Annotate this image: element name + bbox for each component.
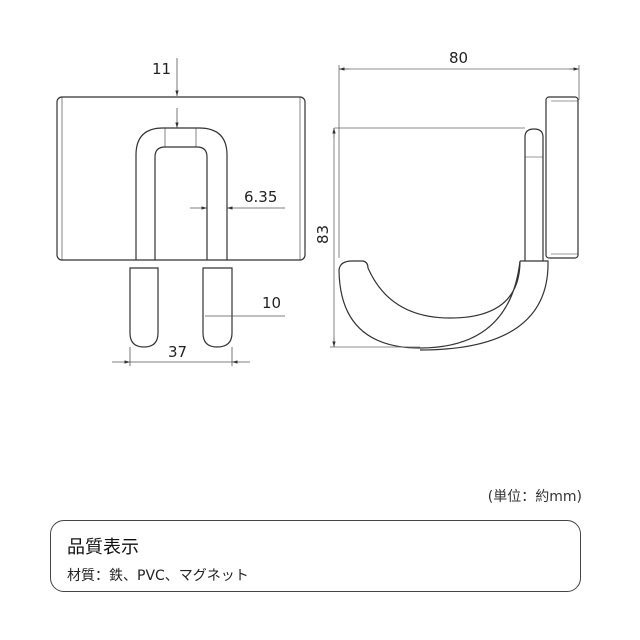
quality-label-box: 品質表示 材質：鉄、PVC、マグネット	[50, 520, 581, 592]
dim-leg-spacing: 37	[168, 343, 187, 361]
hook-curve	[338, 260, 549, 351]
front-view	[56, 96, 306, 348]
side-dimensions	[330, 65, 580, 348]
side-view	[338, 96, 579, 351]
hook-stem	[524, 128, 544, 261]
dim-top-offset: 11	[152, 60, 171, 78]
u-wire-outer	[135, 127, 228, 260]
u-wire-inner	[154, 146, 208, 260]
front-dimensions	[112, 58, 285, 366]
dim-depth: 80	[449, 49, 468, 67]
left-leg	[129, 267, 159, 348]
dim-wire-diameter: 6.35	[244, 188, 277, 206]
dim-height: 83	[314, 225, 332, 244]
dim-leg-width: 10	[262, 294, 281, 312]
quality-label-title: 品質表示	[67, 537, 139, 558]
unit-note: (単位：約mm)	[487, 489, 582, 505]
magnet-plate	[56, 96, 306, 261]
side-plate	[545, 96, 579, 259]
right-leg	[202, 267, 233, 348]
material-text: 材質：鉄、PVC、マグネット	[67, 568, 249, 584]
